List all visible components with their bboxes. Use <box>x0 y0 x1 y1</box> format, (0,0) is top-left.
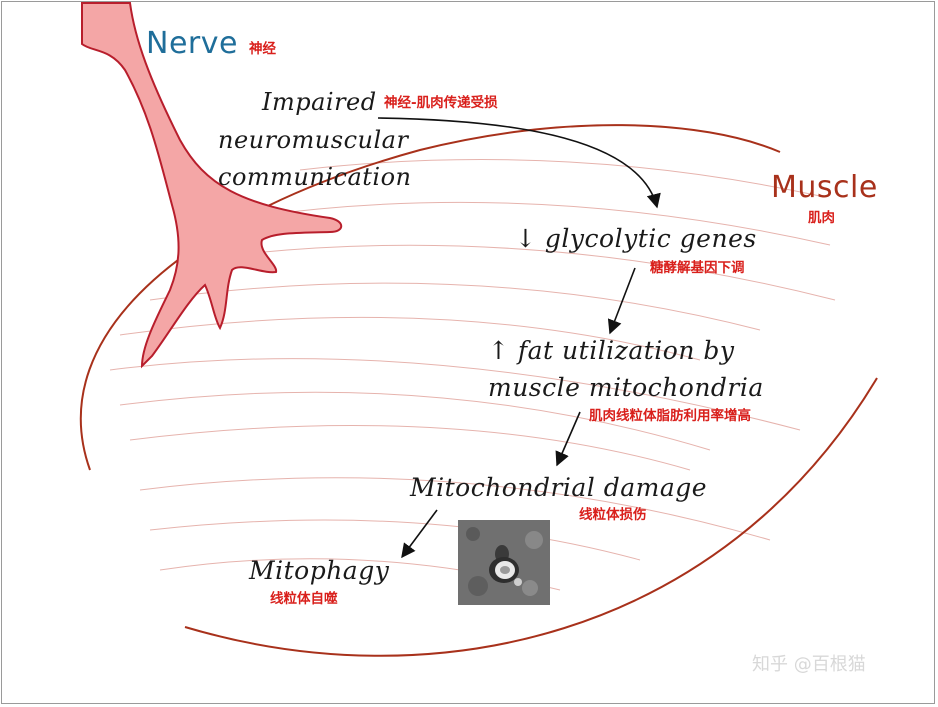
arrow-fat-to-damage <box>555 411 581 467</box>
impaired-line-2: neuromuscular <box>218 126 409 154</box>
fat-line-2: muscle mitochondria <box>488 373 764 402</box>
nerve-label: Nerve <box>146 26 238 61</box>
damage-label-cn: 线粒体损伤 <box>579 507 647 523</box>
nerve-label-cn: 神经 <box>249 41 276 57</box>
muscle-outline <box>79 124 878 657</box>
muscle-striations <box>109 159 836 591</box>
damage-label: Mitochondrial damage <box>410 473 708 502</box>
mitophagy-label-cn: 线粒体自噬 <box>270 591 338 607</box>
arrow-damage-to-mitophagy <box>401 509 438 559</box>
muscle-label: Muscle <box>771 170 878 205</box>
watermark: 知乎 @百根猫 <box>752 654 866 675</box>
glycolytic-label-cn: 糖酵解基因下调 <box>650 260 745 276</box>
fat-line-1: ↑ fat utilization by <box>488 336 735 365</box>
impaired-line-1: Impaired <box>262 88 377 116</box>
arrow-glycolytic-to-fat <box>607 267 636 335</box>
mitochondrion-micrograph-icon <box>458 520 550 605</box>
arrow-impaired-to-glycolytic <box>377 117 661 209</box>
impaired-line-3: communication <box>218 163 412 191</box>
nerve-shape <box>81 2 343 369</box>
glycolytic-label: ↓ glycolytic genes <box>515 224 757 253</box>
muscle-label-cn: 肌肉 <box>808 210 835 226</box>
impaired-label-cn: 神经-肌肉传递受损 <box>384 95 498 111</box>
mitophagy-label: Mitophagy <box>249 556 390 585</box>
fat-label-cn: 肌肉线粒体脂肪利用率增高 <box>589 408 751 424</box>
